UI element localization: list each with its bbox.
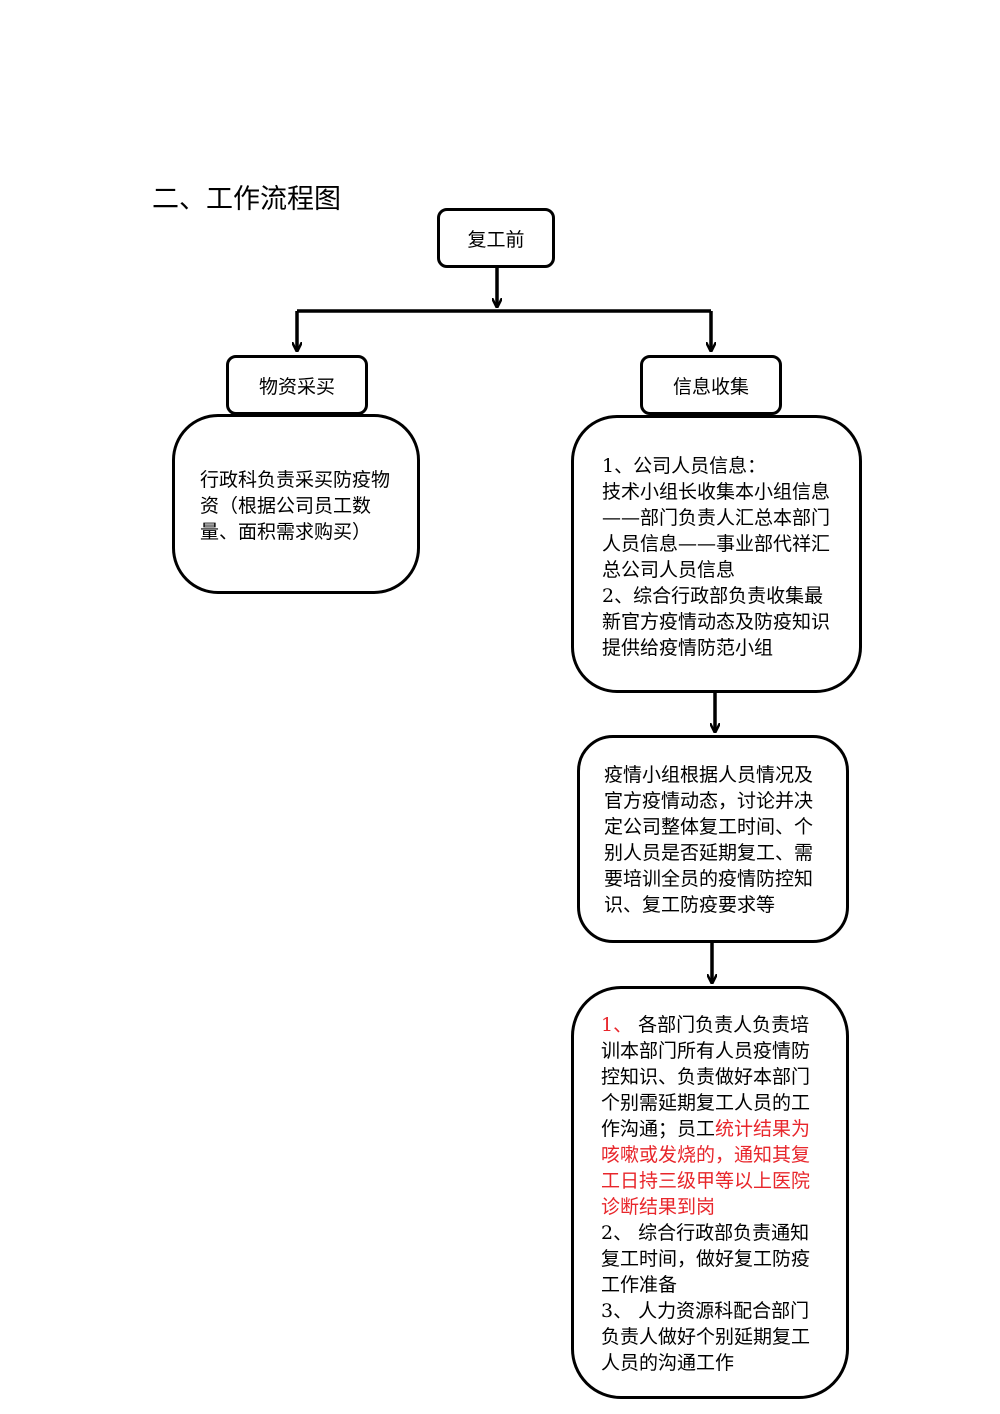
action-item-1: 1、 各部门负责人负责培训本部门所有人员疫情防控知识、负责做好本部门个别需延期复…: [601, 1012, 820, 1220]
info-line-3: 2、综合行政部负责收集最新官方疫情动态及防疫知识提供给疫情防范小组: [602, 585, 831, 659]
node-decision: 疫情小组根据人员情况及官方疫情动态，讨论并决定公司整体复工时间、个别人员是否延期…: [577, 735, 849, 943]
node-info-detail: 1、公司人员信息： 技术小组长收集本小组信息——部门负责人汇总本部门人员信息——…: [571, 415, 862, 693]
page-title: 二、工作流程图: [152, 184, 341, 215]
action-item-1-highlight: 统计结果为咳嗽或发烧的，通知其复工日持三级甲等以上医院诊断结果到岗: [601, 1118, 811, 1218]
node-actions: 1、 各部门负责人负责培训本部门所有人员疫情防控知识、负责做好本部门个别需延期复…: [571, 986, 849, 1399]
action-item-1-number: 1、: [601, 1014, 633, 1036]
node-purchase-label: 物资采买: [258, 375, 335, 398]
purchase-detail-text: 行政科负责采买防疫物资（根据公司员工数量、面积需求购买）: [200, 469, 391, 543]
decision-text: 疫情小组根据人员情况及官方疫情动态，讨论并决定公司整体复工时间、个别人员是否延期…: [604, 764, 814, 916]
node-start: 复工前: [437, 208, 555, 268]
info-line-1: 1、公司人员信息：: [602, 455, 767, 477]
info-line-2: 技术小组长收集本小组信息——部门负责人汇总本部门人员信息——事业部代祥汇总公司人…: [602, 481, 831, 581]
node-start-label: 复工前: [467, 228, 525, 251]
node-purchase-detail: 行政科负责采买防疫物资（根据公司员工数量、面积需求购买）: [172, 414, 420, 594]
action-item-3: 3、 人力资源科配合部门负责人做好个别延期复工人员的沟通工作: [601, 1300, 811, 1374]
node-info-label: 信息收集: [672, 375, 749, 398]
action-item-1-text: 各部门负责人负责培训本部门所有人员疫情防控知识、负责做好本部门个别需延期复工人员…: [601, 1014, 811, 1140]
node-purchase: 物资采买: [226, 355, 368, 415]
node-info: 信息收集: [640, 355, 782, 415]
action-item-2: 2、 综合行政部负责通知复工时间，做好复工防疫工作准备: [601, 1222, 811, 1296]
